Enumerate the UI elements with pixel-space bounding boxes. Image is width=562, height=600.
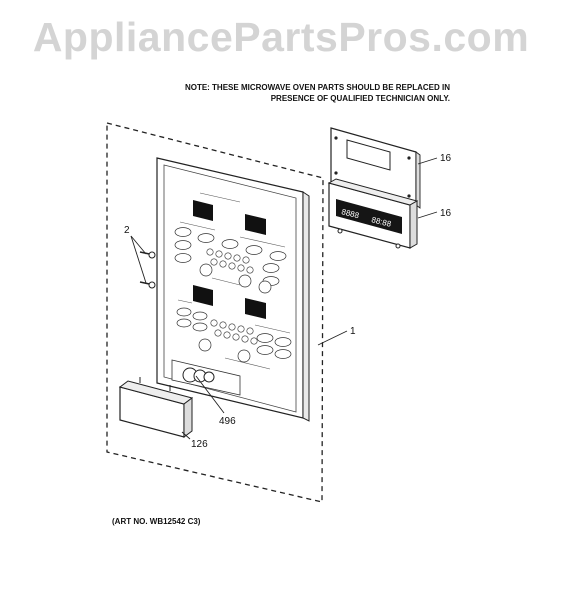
number-key bbox=[224, 252, 232, 260]
keypad-button bbox=[256, 345, 274, 355]
number-key bbox=[210, 319, 218, 327]
number-key bbox=[219, 321, 227, 329]
screws bbox=[139, 251, 156, 289]
number-key bbox=[219, 260, 227, 268]
panel-label-marks bbox=[177, 192, 291, 370]
keypad-button bbox=[245, 245, 263, 255]
upper-display-left bbox=[193, 200, 213, 221]
keypad-button bbox=[174, 227, 192, 237]
display-readout-left: 8888 bbox=[341, 207, 361, 220]
number-key bbox=[246, 266, 254, 274]
leader-screws-upper bbox=[130, 235, 147, 255]
leader-panel bbox=[317, 330, 348, 346]
keypad-button bbox=[176, 318, 192, 328]
control-panel-assembly bbox=[156, 157, 310, 422]
keypad-button bbox=[176, 307, 192, 317]
keypad-button bbox=[256, 333, 274, 343]
leader-lines bbox=[130, 157, 438, 440]
leader-knob bbox=[195, 375, 225, 414]
keypad-button bbox=[258, 280, 272, 294]
keypad-button bbox=[274, 349, 292, 359]
callout-panel-assembly: 1 bbox=[350, 326, 356, 337]
assembly-boundary-dashed bbox=[106, 122, 324, 503]
number-key bbox=[223, 331, 231, 339]
number-key bbox=[241, 335, 249, 343]
screw bbox=[139, 281, 156, 289]
keypad-button bbox=[192, 311, 208, 321]
keypad-button bbox=[221, 239, 239, 249]
keypad-button bbox=[198, 338, 212, 352]
upper-display-right bbox=[245, 214, 266, 235]
callout-display-module: 16 bbox=[440, 208, 452, 219]
number-key bbox=[228, 323, 236, 331]
latch-handle bbox=[118, 377, 194, 438]
screw bbox=[139, 251, 156, 259]
keypad-button bbox=[174, 253, 192, 263]
keypad-button bbox=[269, 251, 287, 261]
panel-side-edge bbox=[302, 191, 310, 422]
number-key bbox=[250, 337, 258, 345]
lower-display-right bbox=[245, 298, 266, 319]
lower-display-left bbox=[193, 285, 213, 306]
pcb-window bbox=[346, 139, 391, 171]
keypad-button bbox=[274, 337, 292, 347]
number-key bbox=[246, 327, 254, 335]
safety-note: NOTE: THESE MICROWAVE OVEN PARTS SHOULD … bbox=[185, 82, 450, 104]
upper-number-pad bbox=[206, 248, 254, 274]
keypad-button bbox=[238, 274, 252, 288]
watermark-text: AppliancePartsPros.com bbox=[32, 14, 530, 60]
leader-screws-lower bbox=[130, 235, 147, 284]
callout-pcb-board: 16 bbox=[440, 153, 452, 164]
keypad-button bbox=[197, 233, 215, 243]
keypad-button bbox=[192, 322, 208, 332]
safety-note-line-2: PRESENCE OF QUALIFIED TECHNICIAN ONLY. bbox=[270, 94, 450, 103]
number-key bbox=[232, 333, 240, 341]
callout-latch-handle: 126 bbox=[191, 439, 208, 450]
keypad-button bbox=[262, 263, 280, 273]
leader-pcb bbox=[417, 157, 438, 165]
number-key bbox=[242, 256, 250, 264]
leader-display bbox=[417, 211, 438, 219]
number-key bbox=[210, 258, 218, 266]
display-module: 8888 88:88 bbox=[327, 178, 419, 249]
number-key bbox=[228, 262, 236, 270]
lower-keypad bbox=[176, 307, 292, 363]
callout-knob-part: 496 bbox=[219, 416, 236, 427]
number-key bbox=[215, 250, 223, 258]
keypad-button bbox=[237, 349, 251, 363]
number-key bbox=[214, 329, 222, 337]
lower-number-pad bbox=[210, 319, 258, 345]
number-key bbox=[237, 264, 245, 272]
art-number-label: (ART NO. WB12542 C3) bbox=[112, 517, 201, 526]
number-key bbox=[237, 325, 245, 333]
number-key bbox=[233, 254, 241, 262]
leader-latch bbox=[181, 431, 191, 440]
safety-note-line-1: NOTE: THESE MICROWAVE OVEN PARTS SHOULD … bbox=[184, 83, 450, 92]
keypad-button bbox=[174, 240, 192, 250]
display-screen bbox=[336, 199, 402, 234]
callout-screws: 2 bbox=[124, 225, 130, 236]
number-key bbox=[206, 248, 214, 256]
keypad-button bbox=[199, 263, 213, 277]
upper-keypad bbox=[174, 227, 287, 294]
knob-recess-circle bbox=[203, 371, 215, 383]
